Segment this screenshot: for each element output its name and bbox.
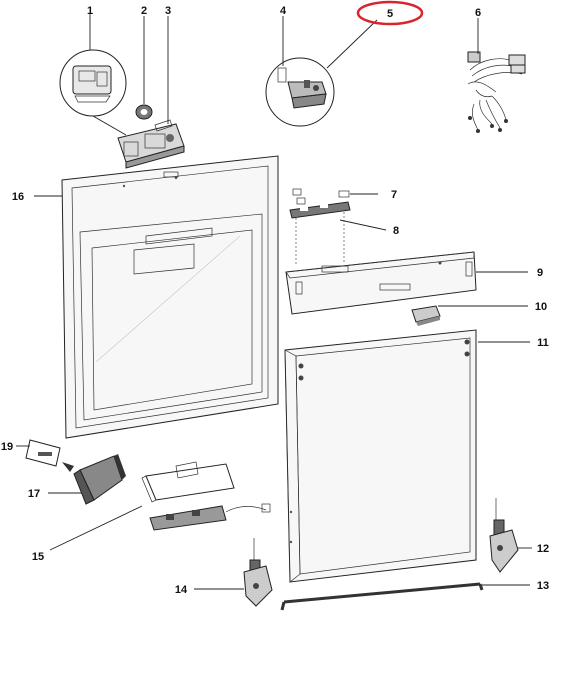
- part-14-left-hinge: [243, 538, 273, 607]
- callout-1: 1: [87, 5, 93, 17]
- callout-8: 8: [393, 225, 399, 237]
- part-3-lock-assembly: [117, 119, 185, 169]
- part-6-wiring-harness: [467, 51, 526, 133]
- part-12-right-hinge: [489, 498, 519, 573]
- part-11-outer-door-panel: [284, 329, 477, 583]
- part-10-handle: [411, 305, 441, 326]
- callout-15: 15: [32, 551, 44, 563]
- part-17-dispenser: [73, 454, 126, 505]
- leader-8: [339, 219, 387, 231]
- part-1-door-latch-detail: [59, 49, 127, 117]
- callout-11: 11: [537, 337, 549, 349]
- part-8-control-board: [289, 201, 351, 219]
- callout-19: 19: [1, 441, 13, 453]
- callout-16: 16: [12, 191, 24, 203]
- callout-12: 12: [537, 543, 549, 555]
- callout-4: 4: [280, 5, 287, 17]
- part-13-rod: [280, 582, 484, 611]
- callout-6: 6: [475, 7, 481, 19]
- callout-9: 9: [537, 267, 543, 279]
- part-16-inner-door-panel: [61, 155, 279, 439]
- callout-2: 2: [141, 5, 147, 17]
- leader-1b: [92, 115, 127, 136]
- leader-5: [326, 19, 378, 69]
- callout-17: 17: [28, 488, 40, 500]
- callout-3: 3: [165, 5, 171, 17]
- callout-13: 13: [537, 580, 549, 592]
- part-15-bracket-and-board: [141, 461, 271, 531]
- callout-5-highlight-ring: [356, 0, 424, 26]
- part-2-washer: [135, 104, 153, 120]
- callout-10: 10: [535, 301, 547, 313]
- part-4-hinge-detail: [265, 57, 335, 127]
- callout-5: 5: [387, 8, 393, 20]
- part-19-label: [25, 439, 74, 472]
- leader-15: [49, 505, 143, 551]
- callout-7: 7: [391, 189, 397, 201]
- callout-14: 14: [175, 584, 188, 596]
- part-7-buttons: [292, 188, 350, 205]
- part-9-control-panel: [285, 251, 477, 315]
